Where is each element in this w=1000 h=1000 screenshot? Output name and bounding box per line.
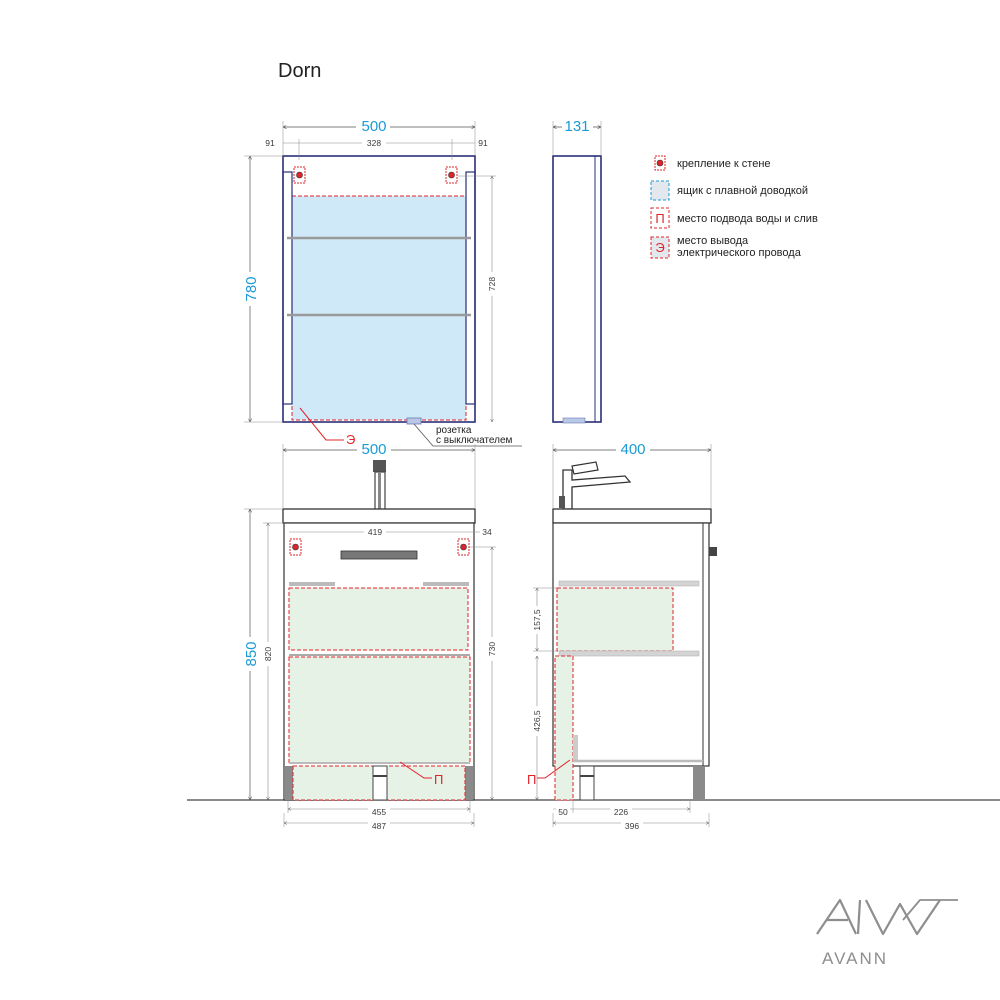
dim-mirror-width: 500 [361,118,386,135]
dim-base-inner: 455 [372,807,386,817]
legend-water-label: место подвода воды и слив [677,213,818,225]
right-light-strip [465,171,476,405]
water-mark-front: П [434,772,443,787]
legend-electric-symbol: Э [655,240,664,255]
legend-water-symbol: П [655,211,664,226]
dim-side-lower-height: 426,5 [532,710,542,732]
side-countertop [552,508,712,524]
left-leg [285,766,293,800]
product-title: Dorn [278,60,321,82]
side-water-leader [537,759,571,779]
dim-inner: 328 [367,138,381,148]
water-leader [399,761,432,779]
legend-drawer: ящик с плавной доводкой [650,180,808,201]
socket-leader [413,423,522,447]
dim-mirror-height: 780 [243,276,260,301]
avanti-logo-icon: AVANN [816,898,958,968]
dim-inner-height: 728 [487,277,497,291]
legend-electric: Э место вывода электрического провода [650,235,802,259]
dim-side-drawer-height: 157,5 [532,609,542,631]
legend-electric-label-2: электрического провода [677,247,802,259]
dim-side-offset: 50 [558,807,568,817]
dim-vanity-height: 850 [243,641,260,666]
side-slide [558,650,700,657]
legend-water: П место подвода воды и слив [650,207,818,229]
drawer-swatch-icon [650,180,670,201]
mirror-side-body [552,155,602,423]
drawer-slide [423,582,469,586]
side-drain-pipe-icon [579,765,595,801]
side-panel [573,735,578,761]
upper-drawer [288,587,469,651]
mirror-cabinet-side: 131 [552,117,602,424]
lower-drawer [288,656,471,764]
socket-icon [406,417,422,425]
drawer-handle [340,550,418,560]
dim-vanity-width: 500 [361,441,386,458]
side-handle [709,547,717,556]
dim-vanity-body-height: 820 [263,647,273,661]
faucet-icon [373,460,386,511]
wall-mount-icon [289,538,302,556]
countertop [282,508,476,524]
dim-side-left: 91 [265,138,275,148]
side-upper-drawer [556,587,674,652]
socket-label-1: розетка [436,425,472,436]
dim-side-pipe: 226 [614,807,628,817]
water-swatch-icon [650,207,670,229]
legend-drawer-label: ящик с плавной доводкой [677,185,808,197]
socket-side-icon [562,417,586,424]
dim-base-outer: 487 [372,821,386,831]
legend-wall-mount: крепление к стене [654,155,771,171]
drain-pipe-icon [372,765,388,801]
left-light-strip [282,171,293,405]
legend: крепление к стене ящик с плавной доводко… [650,155,818,259]
wall-mount-icon [457,538,470,556]
dim-side-depth-bottom: 396 [625,821,639,831]
water-mark-side: П [527,772,536,787]
dim-vanity-inner-height: 730 [487,642,497,656]
electric-leader [299,407,344,441]
dim-vanity-depth: 400 [620,441,645,458]
mirror-glass [292,196,466,420]
dim-top-inner: 419 [368,527,382,537]
electric-swatch-icon [650,236,670,259]
mirror-cabinet-front: Э розетка с выключателем 500 91 328 91 7… [242,117,522,447]
dim-side-right: 91 [478,138,488,148]
electric-mark: Э [346,432,355,447]
dim-mirror-depth: 131 [564,118,589,135]
side-water-zone [554,655,574,801]
wall-mount-icon [293,166,306,184]
side-leg [693,766,705,800]
side-slide [558,580,700,587]
wall-mount-icon [445,166,458,184]
faucet-side-icon [559,461,632,510]
dim-top-offset: 34 [482,527,492,537]
vanity-side: П 400 157,5 426,5 50 226 396 [527,441,717,831]
logo-brand: AVANN [822,949,888,968]
legend-electric-label-1: место вывода [677,235,749,247]
drawer-slide [289,582,335,586]
socket-label-2: с выключателем [436,435,513,446]
right-leg [465,766,473,800]
legend-wall-mount-label: крепление к стене [677,158,771,170]
vanity-front: П 500 419 34 850 820 730 455 [242,441,498,831]
